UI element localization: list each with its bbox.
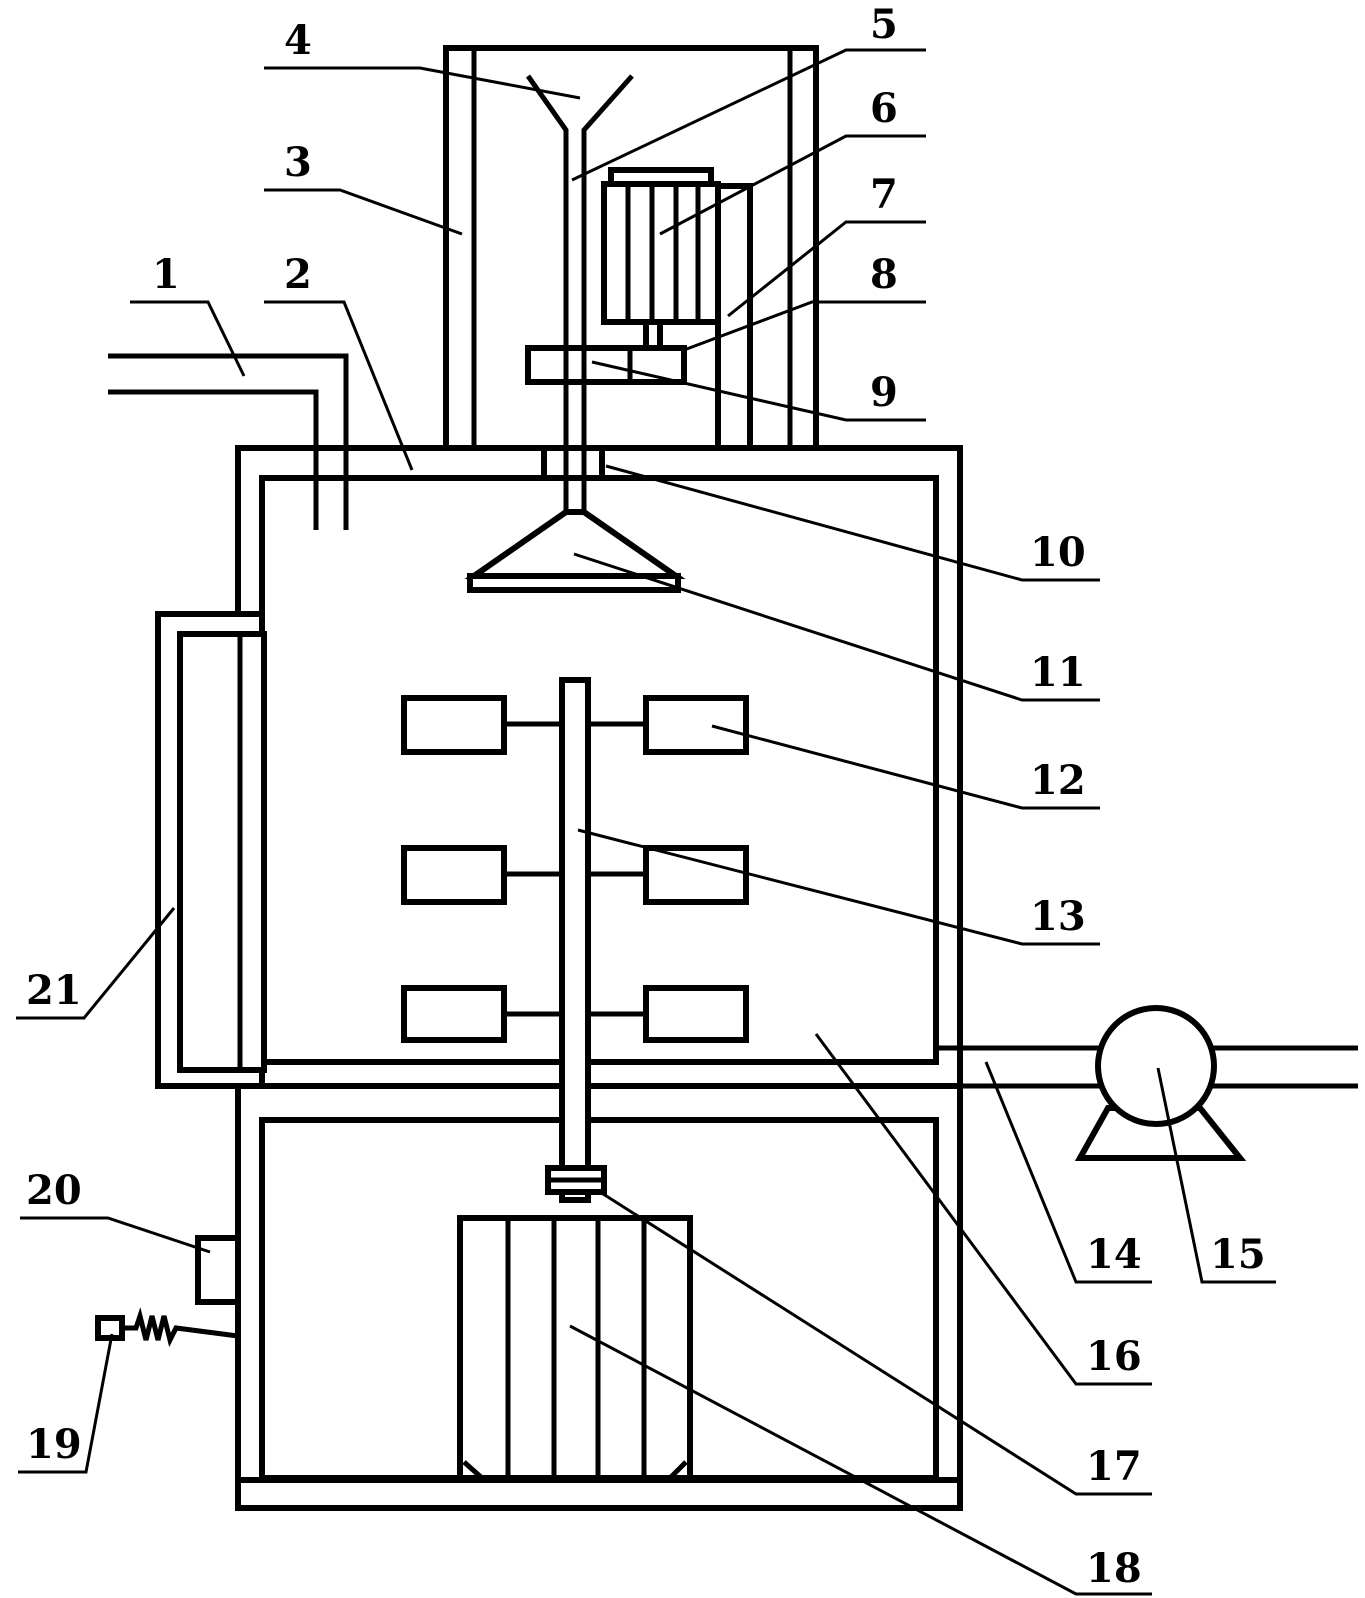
paddle-blade (401, 695, 507, 755)
callout-16: 16 (1086, 1333, 1142, 1380)
feed-funnel-left (525, 74, 569, 512)
callout-5: 5 (870, 1, 898, 48)
gauge-inner (177, 631, 267, 1073)
callout-10: 10 (1030, 529, 1086, 576)
paddle-blade (643, 695, 749, 755)
paddle-blade (643, 845, 749, 905)
callout-15: 15 (1210, 1231, 1266, 1278)
upper-motor-assembly (601, 167, 753, 451)
power-plug (95, 1315, 125, 1341)
callout-18: 18 (1086, 1545, 1142, 1592)
side-gauge (155, 611, 267, 1089)
motor-bracket (715, 183, 753, 451)
inlet-pipe-outer (108, 353, 349, 530)
paddle-blade (401, 845, 507, 905)
lower-motor-assembly (457, 1165, 693, 1481)
callout-17: 17 (1086, 1443, 1142, 1490)
bearing-seat (541, 445, 605, 481)
callout-1: 1 (152, 251, 180, 298)
callout-19: 19 (26, 1421, 82, 1468)
paddle-blade (643, 985, 749, 1043)
callout-13: 13 (1030, 893, 1086, 940)
paddle-blade (401, 985, 507, 1043)
callout-20: 20 (26, 1167, 82, 1214)
inlet-pipe (108, 353, 349, 530)
stirring-shaft (559, 677, 591, 1203)
hood-rim (467, 573, 681, 593)
lower-motor-body (457, 1215, 693, 1481)
callout-7: 7 (870, 171, 898, 218)
leader-lines (16, 48, 1276, 1596)
base-plate (235, 1477, 963, 1511)
controls (95, 1235, 241, 1348)
feed-funnel-right (581, 74, 634, 512)
motor-foot (462, 1460, 688, 1481)
callout-14: 14 (1086, 1231, 1142, 1278)
power-cord (122, 1307, 239, 1348)
callout-3: 3 (284, 139, 312, 186)
motor-shaft (643, 319, 663, 351)
stirring-assembly (401, 677, 749, 1203)
callout-21: 21 (26, 967, 82, 1014)
inlet-pipe-inner (108, 389, 319, 530)
spray-hood (464, 509, 686, 593)
callout-6: 6 (870, 85, 898, 132)
outlet-and-pump (936, 1005, 1358, 1161)
callout-labels: 1 2 3 4 5 6 7 8 9 10 11 12 13 14 15 16 1… (26, 1, 1266, 1592)
motor-body (601, 181, 721, 325)
callout-9: 9 (870, 369, 898, 416)
callout-8: 8 (870, 251, 898, 298)
callout-11: 11 (1030, 649, 1086, 696)
pump-body (1095, 1005, 1217, 1127)
callout-2: 2 (284, 251, 312, 298)
callout-12: 12 (1030, 757, 1086, 804)
feed-pipe (525, 74, 634, 512)
callout-4: 4 (284, 17, 312, 64)
control-box (195, 1235, 241, 1305)
